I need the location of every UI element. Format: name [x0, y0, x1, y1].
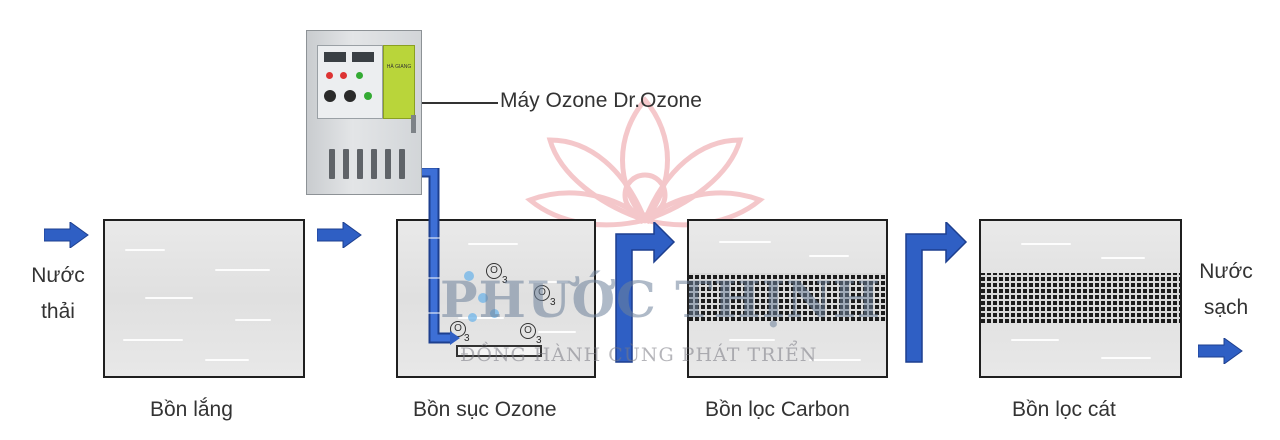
- inlet-arrow-icon: [44, 222, 89, 248]
- water-streak: [729, 339, 775, 341]
- settling-tank-label: Bồn lắng: [150, 398, 233, 421]
- outlet-label: Nước sạch: [1186, 254, 1266, 326]
- machine-vent: [385, 149, 391, 179]
- ozone-subscript: 3: [502, 275, 508, 286]
- machine-display: [352, 52, 374, 62]
- diffuser-bar: [456, 345, 542, 357]
- water-streak: [235, 319, 271, 321]
- machine-indicator-light: [356, 72, 363, 79]
- sand-tank-label: Bồn lọc cát: [1012, 398, 1116, 421]
- ozone-subscript: 3: [536, 335, 542, 346]
- water-streak: [125, 249, 165, 251]
- flow-arrow-icon: [317, 222, 362, 248]
- machine-display: [324, 52, 346, 62]
- inlet-label: Nước thải: [18, 258, 98, 330]
- machine-vent: [343, 149, 349, 179]
- water-streak: [468, 243, 518, 245]
- inlet-label-line1: Nước: [31, 264, 85, 287]
- water-streak: [1101, 357, 1151, 359]
- ozone-bubble: O: [534, 285, 550, 301]
- watermark-brand: PHƯỚC THỊNH: [440, 270, 881, 329]
- machine-door-handle: [411, 115, 416, 133]
- ozone-symbol: O: [490, 265, 498, 276]
- machine-vent: [329, 149, 335, 179]
- ozone-subscript: 3: [464, 333, 470, 344]
- ozone-machine: HÀ GIANG: [306, 30, 422, 195]
- water-streak: [719, 241, 771, 243]
- carbon-tank-label: Bồn lọc Carbon: [705, 398, 850, 421]
- machine-vent: [357, 149, 363, 179]
- settling-tank: [103, 219, 305, 378]
- bent-flow-arrow-icon: [615, 222, 676, 363]
- water-streak: [538, 331, 576, 333]
- water-streak: [205, 359, 249, 361]
- outlet-arrow-icon: [1198, 338, 1243, 364]
- water-streak: [458, 317, 504, 319]
- watermark-tagline: ĐỒNG HÀNH CÙNG PHÁT TRIỂN: [460, 344, 818, 366]
- watermark-lotus-logo: [525, 96, 765, 228]
- inlet-label-line2: thải: [41, 300, 75, 323]
- ozone-tank-label: Bồn sục Ozone: [413, 398, 557, 421]
- machine-vent: [371, 149, 377, 179]
- ozone-bubble: O: [520, 323, 536, 339]
- watermark-dot: [468, 313, 477, 322]
- machine-green-label: HÀ GIANG: [383, 45, 415, 119]
- water-streak: [215, 269, 270, 271]
- water-streak: [1101, 257, 1145, 259]
- watermark-dot: [464, 271, 474, 281]
- machine-vent: [399, 149, 405, 179]
- ozone-symbol: O: [524, 325, 532, 336]
- ozone-bubble: O: [486, 263, 502, 279]
- ozone-bubble: O: [450, 321, 466, 337]
- water-streak: [145, 297, 193, 299]
- outlet-label-line1: Nước: [1199, 260, 1253, 283]
- machine-callout-line: [422, 102, 498, 104]
- sand-filter-layer: [981, 273, 1180, 323]
- machine-indicator-light: [364, 92, 372, 100]
- water-streak: [123, 339, 183, 341]
- outlet-label-line2: sạch: [1203, 296, 1249, 319]
- ozone-symbol: O: [538, 287, 546, 298]
- water-streak: [1011, 339, 1059, 341]
- machine-panel-text: HÀ GIANG: [386, 64, 412, 70]
- ozone-symbol: O: [454, 323, 462, 334]
- watermark-dot: [478, 293, 488, 303]
- machine-indicator-light: [326, 72, 333, 79]
- water-streak: [809, 359, 861, 361]
- machine-indicator-light: [340, 72, 347, 79]
- ozone-pipe: [422, 168, 460, 345]
- machine-callout-label: Máy Ozone Dr.Ozone: [500, 89, 702, 112]
- ozone-subscript: 3: [550, 297, 556, 308]
- sand-filter-tank: [979, 219, 1182, 378]
- machine-knob: [324, 90, 336, 102]
- machine-control-panel: [317, 45, 383, 119]
- water-streak: [528, 281, 568, 283]
- water-streak: [809, 255, 849, 257]
- machine-knob: [344, 90, 356, 102]
- water-streak: [1021, 243, 1071, 245]
- carbon-filter-layer: [689, 273, 886, 321]
- watermark-dot: [490, 309, 499, 318]
- carbon-filter-tank: [687, 219, 888, 378]
- bent-flow-arrow-icon: [905, 222, 968, 363]
